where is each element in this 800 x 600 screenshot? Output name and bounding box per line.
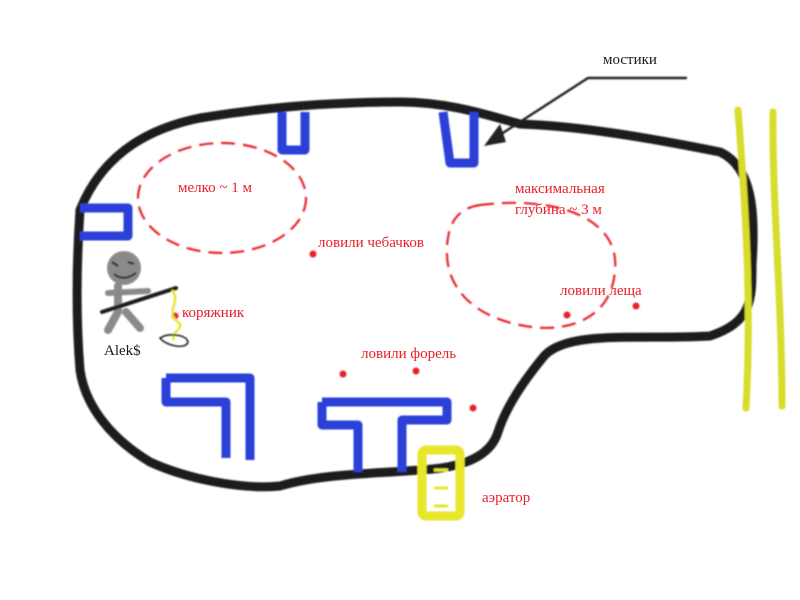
snag-label: коряжник — [182, 305, 245, 321]
bridge-left — [80, 203, 133, 241]
bridge-top-right — [438, 111, 479, 168]
deep-zone-contour — [445, 201, 617, 329]
shallow-zone-contour — [136, 141, 308, 255]
bridge-bottom-center — [317, 397, 452, 472]
pond-shoreline — [72, 97, 758, 492]
aerator-icon — [417, 445, 465, 521]
bream-label: ловили леща — [560, 283, 642, 299]
spot-trout-3 — [469, 404, 477, 412]
fence-line-left — [734, 106, 752, 412]
angler-label: Alek$ — [104, 343, 141, 359]
deep-label-line2: глубина ~ 3 м — [515, 202, 602, 218]
bridge-top-left — [277, 112, 310, 155]
spot-trout-2 — [412, 367, 420, 375]
spot-trout-1 — [339, 370, 347, 378]
bridges-label: мостики — [603, 52, 657, 68]
aerator-inner — [434, 468, 448, 508]
chebak-label: ловили чебачков — [318, 235, 424, 251]
fisherman-icon — [100, 251, 189, 348]
aerator-label: аэратор — [482, 490, 531, 506]
bridge-bottom-left — [161, 373, 255, 460]
spot-chebak — [309, 250, 317, 258]
trout-label: ловили форель — [361, 346, 457, 362]
shallow-label: мелко ~ 1 м — [178, 180, 253, 196]
arrow-icon — [490, 76, 688, 142]
arrow-head — [484, 124, 506, 146]
fence-line-right — [769, 108, 786, 410]
deep-label-line1: максимальная — [515, 181, 605, 197]
spot-bream-1 — [563, 311, 571, 319]
spot-bream-2 — [632, 302, 640, 310]
